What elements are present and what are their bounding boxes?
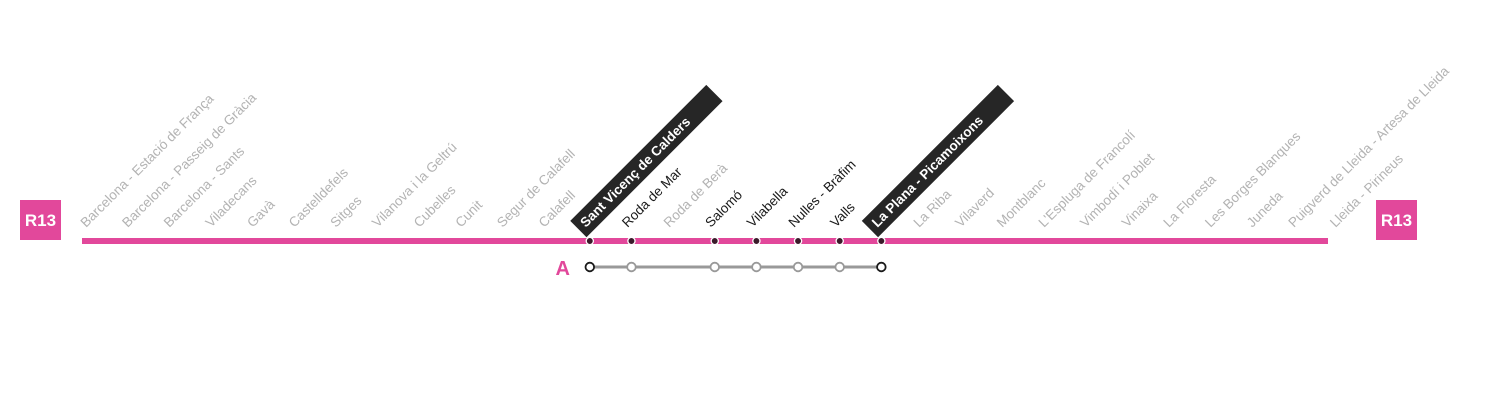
service-stop-salomo	[709, 261, 720, 273]
station-name: Vinaixa	[1119, 188, 1161, 230]
station-label-vinaixa: Vinaixa	[1119, 188, 1161, 230]
station-dot-la-plana-picamoixons	[877, 236, 886, 246]
station-name: Vilaverd	[952, 185, 997, 230]
line-badge-right-label: R13	[1381, 211, 1412, 230]
station-name: Valls	[827, 199, 858, 230]
terminus-label-bg	[570, 84, 723, 238]
station-name: Puigverd de Lleida - Artesa de Lleida	[1285, 63, 1452, 230]
station-dot-vilabella	[752, 236, 761, 246]
service-letter: A	[556, 258, 570, 280]
station-dots	[585, 236, 886, 246]
station-label-segur-de-calafell: Segur de Calafell	[494, 146, 578, 230]
service-stop-sant-vicenc-de-calders	[584, 261, 596, 273]
station-label-vimbodi-i-poblet: Vimbodí i Poblet	[1077, 150, 1157, 230]
station-name: Sitges	[327, 193, 364, 230]
station-name: Juneda	[1244, 188, 1286, 230]
station-dot-salomo	[710, 236, 720, 246]
station-name: Cunit	[452, 197, 485, 230]
service-stops	[584, 261, 887, 273]
station-label-valls: Valls	[827, 199, 858, 230]
station-label-la-plana-picamoixons: La Plana - Picamoixons	[861, 84, 1015, 238]
line-badge-right-bg	[1376, 200, 1417, 240]
station-label-vilaverd: Vilaverd	[952, 185, 997, 230]
service-stop-roda-de-mar	[626, 261, 637, 273]
line-badge-left: R13	[20, 200, 61, 240]
station-label-gava: Gavà	[244, 196, 278, 230]
station-name: Vimbodí i Poblet	[1077, 150, 1157, 230]
station-label-calafell: Calafell	[536, 188, 578, 230]
station-label-cunit: Cunit	[452, 197, 485, 230]
station-dot-valls	[835, 236, 844, 246]
station-label-salomo: Salomó	[702, 187, 745, 230]
station-label-sant-vicenc-de-calders: Sant Vicenç de Calders	[570, 84, 723, 238]
station-dot-nulles-brafim	[793, 236, 803, 246]
line-badge-left-bg	[20, 200, 61, 240]
station-name: Gavà	[244, 196, 278, 230]
line-badge-left-label: R13	[25, 211, 56, 230]
service-stop-vilabella	[751, 261, 762, 273]
service-stop-la-plana-picamoixons	[876, 261, 887, 273]
station-label-vilabella: Vilabella	[744, 183, 791, 230]
station-name: Vilabella	[744, 183, 791, 230]
station-dot-sant-vicenc-de-calders	[585, 236, 595, 246]
station-label-sitges: Sitges	[327, 193, 364, 230]
station-label-puigverd-de-lleida-artesa-de-lleida: Puigverd de Lleida - Artesa de Lleida	[1285, 63, 1452, 230]
service-stop-nulles-brafim	[792, 261, 804, 273]
service-stop-valls	[834, 261, 845, 273]
terminus-label-bg	[861, 84, 1015, 238]
station-name: Calafell	[536, 188, 578, 230]
line-badge-right: R13	[1376, 200, 1417, 240]
station-label-juneda: Juneda	[1244, 188, 1286, 230]
station-dot-roda-de-mar	[627, 236, 636, 246]
station-name: Salomó	[702, 187, 745, 230]
station-name: Segur de Calafell	[494, 146, 578, 230]
